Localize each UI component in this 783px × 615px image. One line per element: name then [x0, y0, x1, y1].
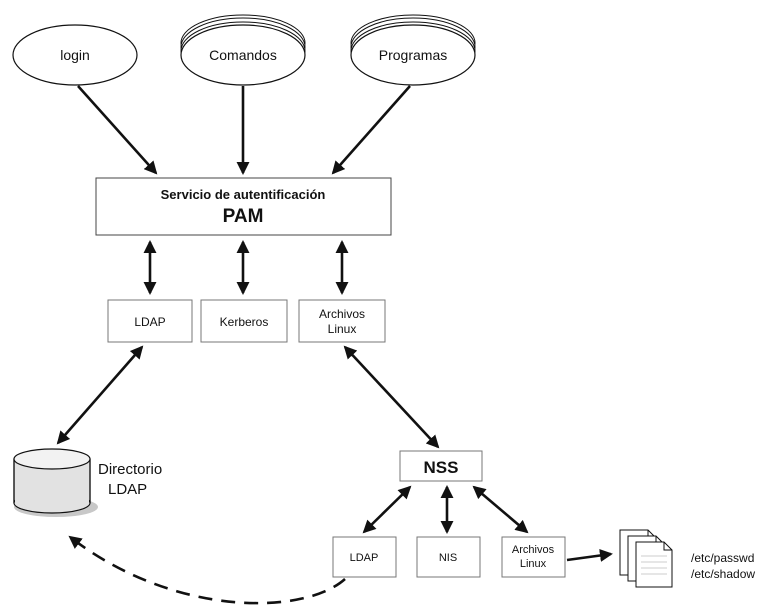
comandos-label: Comandos [209, 47, 277, 63]
files-stack-icon [619, 529, 673, 588]
directory-label-line2: LDAP [108, 481, 147, 498]
archivos-module-label-line1: Archivos [319, 307, 365, 321]
directory-label-line1: Directorio [98, 461, 162, 478]
arrow-archivos-nss [343, 345, 440, 449]
arrow-programas-pam [331, 85, 411, 175]
nss-archivos-box: Archivos Linux [501, 536, 566, 578]
arrow-archivos-files [566, 549, 613, 562]
archivos-module-label-line2: Linux [328, 322, 357, 336]
arrow-nss-archivos [472, 485, 529, 534]
kerberos-module-box: Kerberos [200, 299, 288, 343]
kerberos-module-label: Kerberos [220, 315, 269, 329]
ldap-directory-cylinder-icon [13, 448, 98, 517]
pam-box: Servicio de autentificación PAM [95, 177, 392, 236]
programas-ellipse-stack: Programas [350, 14, 476, 86]
nss-box: NSS [399, 450, 483, 482]
nss-nis-label: NIS [439, 552, 457, 564]
pam-service-label: Servicio de autentificación [161, 187, 326, 202]
nss-title: NSS [424, 458, 459, 477]
arrow-ldap-directory [56, 345, 144, 445]
nss-nis-box: NIS [416, 536, 481, 578]
nss-ldap-box: LDAP [332, 536, 397, 578]
login-label: login [60, 47, 90, 63]
arrow-nss-ldap [362, 485, 412, 534]
comandos-ellipse-stack: Comandos [180, 14, 306, 86]
nss-archivos-label-line1: Archivos [512, 544, 555, 556]
programas-label: Programas [379, 47, 447, 63]
ldap-module-box: LDAP [107, 299, 193, 343]
arrow-login-pam [77, 85, 158, 175]
nss-ldap-label: LDAP [350, 552, 379, 564]
etc-shadow-label: /etc/shadow [691, 567, 755, 581]
login-ellipse: login [12, 24, 138, 86]
archivos-module-box: Archivos Linux [298, 299, 386, 343]
nss-archivos-label-line2: Linux [520, 558, 547, 570]
pam-title: PAM [223, 206, 264, 227]
etc-passwd-label: /etc/passwd [691, 551, 754, 565]
ldap-module-label: LDAP [134, 315, 165, 329]
dashed-arrow-nss-ldap-directory [68, 535, 346, 605]
